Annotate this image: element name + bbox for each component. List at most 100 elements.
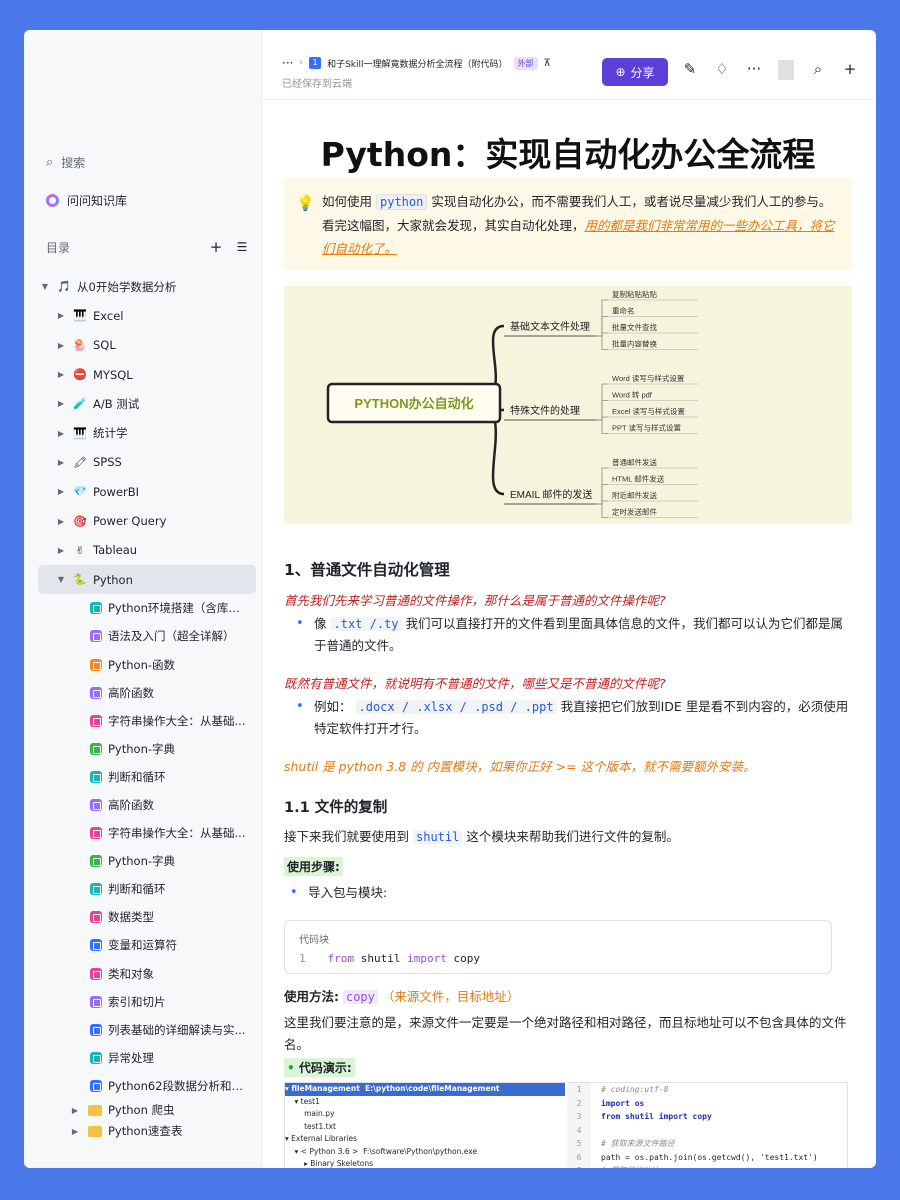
breadcrumb: ··· › 1 和子Skill一理解竟数据分析全流程（附代码） 外部 ⊼: [282, 56, 551, 70]
sidebar-folder[interactable]: ▶Python 爬虫: [38, 1100, 256, 1121]
code-text: path = os.path.join(os.getcwd(), 'test1.…: [601, 1152, 818, 1162]
wiki-logo-icon: [46, 193, 59, 207]
sidebar-subitem[interactable]: 字符串操作大全：从基础...: [38, 707, 256, 735]
sidebar-folder[interactable]: ▶Python速查表: [38, 1121, 256, 1142]
mindmap-leaf-label: 定时发送邮件: [612, 507, 657, 517]
sidebar-item-label: 高阶函数: [108, 685, 154, 700]
item-icon: 🎵: [57, 280, 71, 294]
project-tree-row[interactable]: ▾ fileManagement E:\python\code\fileMana…: [285, 1083, 565, 1096]
breadcrumb-title[interactable]: 和子Skill一理解竟数据分析全流程（附代码）: [327, 59, 508, 70]
doc-icon: [90, 1079, 102, 1092]
sidebar-item-label: Python-字典: [108, 741, 176, 756]
caret-right-icon[interactable]: ▶: [57, 370, 65, 380]
section-heading: 1、普通文件自动化管理: [284, 561, 450, 579]
sidebar-item[interactable]: ▶🎯Power Query: [38, 506, 256, 535]
sidebar-subitem[interactable]: 高阶函数: [38, 791, 256, 819]
sidebar-subitem[interactable]: 异常处理: [38, 1044, 256, 1072]
project-tree-row[interactable]: test1.txt: [285, 1121, 336, 1131]
item-icon: 🪼: [73, 338, 87, 352]
sidebar-subitem[interactable]: Python62段数据分析和处...: [38, 1072, 256, 1100]
sidebar-item[interactable]: ▼🐍Python: [38, 564, 256, 595]
sidebar-item[interactable]: ▶✌Tableau: [38, 536, 256, 565]
code-text: import os: [601, 1098, 645, 1108]
sidebar-item[interactable]: ▶⛔MYSQL: [38, 360, 256, 389]
sidebar-item-label: 类和对象: [108, 966, 154, 981]
demo-label-text: 代码演示:: [298, 1061, 352, 1075]
project-tree-row[interactable]: ▸ Binary Skeletons: [285, 1159, 374, 1168]
caret-right-icon[interactable]: ▶: [57, 311, 65, 321]
mindmap-leaf-label: PPT 读写与样式设置: [612, 423, 682, 433]
sidebar-item[interactable]: ▶ 🖍 SPSS: [38, 448, 256, 477]
project-tree-row[interactable]: ▾ test1: [285, 1096, 320, 1106]
edit-icon[interactable]: ✎: [683, 60, 697, 78]
sidebar-item[interactable]: ▼🎵从0开始学数据分析: [38, 272, 256, 301]
caret-right-icon[interactable]: ▶: [57, 340, 65, 350]
sidebar-subitem[interactable]: 语法及入门（超全详解）: [38, 622, 256, 650]
sidebar-subitem[interactable]: 类和对象: [38, 959, 256, 987]
item-icon: 🧪: [73, 397, 87, 411]
caret-right-icon[interactable]: ▶: [71, 1126, 79, 1136]
add-icon[interactable]: +: [843, 60, 857, 78]
share-button[interactable]: ⊕ 分享: [602, 58, 668, 86]
sidebar-subitem[interactable]: 判断和循环: [38, 763, 256, 791]
question-text: 既然有普通文件，就说明有不普通的文件，哪些又是不普通的文件呢?: [284, 676, 666, 691]
sidebar-subitem[interactable]: Python-字典: [38, 847, 256, 875]
globe-icon: ⊕: [615, 65, 626, 79]
sidebar-subitem[interactable]: 高阶函数: [38, 679, 256, 707]
more-icon[interactable]: ···: [282, 56, 294, 70]
caret-right-icon[interactable]: ▶: [57, 457, 65, 467]
sidebar-item-label: SPSS: [93, 455, 122, 470]
caret-right-icon[interactable]: ▶: [57, 487, 65, 497]
more-options-icon[interactable]: ···: [746, 60, 762, 78]
ide-screenshot: ▾ fileManagement E:\python\code\fileMana…: [284, 1082, 848, 1168]
mindmap-leaf-connector: [596, 503, 608, 518]
save-status: 已经保存到云端: [282, 79, 352, 90]
sidebar-item-label: Python: [93, 572, 133, 587]
sidebar-subitem[interactable]: 索引和切片: [38, 988, 256, 1016]
project-tree-row[interactable]: ▾ < Python 3.6 > F:\software\Python\pyth…: [285, 1146, 478, 1156]
sidebar-item[interactable]: ▶💎PowerBI: [38, 477, 256, 506]
doc-icon: [90, 742, 102, 755]
caret-down-icon[interactable]: ▼: [41, 282, 49, 292]
sidebar-item[interactable]: ▶🎹Excel: [38, 301, 256, 330]
sidebar-subitem[interactable]: Python环境搭建（含库管...: [38, 594, 256, 622]
sidebar-item[interactable]: ▶🪼SQL: [38, 331, 256, 360]
caret-right-icon[interactable]: ▶: [71, 1105, 79, 1115]
sidebar-item-label: Power Query: [93, 514, 167, 529]
caret-right-icon[interactable]: ▶: [57, 516, 65, 526]
pin-icon[interactable]: ⊼: [543, 57, 551, 69]
caret-right-icon[interactable]: ▶: [57, 399, 65, 409]
list-options-icon[interactable]: ☰: [236, 240, 248, 254]
sidebar-item[interactable]: ▶🧪A/B 测试: [38, 389, 256, 418]
line-number: 1: [567, 1083, 591, 1097]
sidebar-item-label: 数据类型: [108, 910, 154, 925]
sidebar-subitem[interactable]: 数据类型: [38, 903, 256, 931]
search-icon[interactable]: ⌕: [813, 60, 823, 78]
caret-down-icon[interactable]: ▼: [57, 575, 65, 585]
sidebar-subitem[interactable]: 判断和循环: [38, 875, 256, 903]
project-tree-row[interactable]: ▾ External Libraries: [285, 1134, 358, 1143]
inline-code: copy: [342, 990, 378, 1004]
project-tree-row[interactable]: main.py: [285, 1109, 335, 1118]
sidebar-item-label: Python-函数: [108, 657, 176, 672]
inline-code: python: [376, 194, 428, 210]
item-icon: 🖍: [73, 455, 87, 469]
sidebar-subitem[interactable]: Python-函数: [38, 650, 256, 678]
mindmap-branch-label: EMAIL 邮件的发送: [510, 488, 592, 501]
caret-right-icon[interactable]: ▶: [57, 428, 65, 438]
ask-wiki-button[interactable]: 问问知识库: [38, 188, 127, 212]
sidebar-subitem[interactable]: 列表基础的详细解读与实...: [38, 1016, 256, 1044]
caret-right-icon[interactable]: ▶: [57, 545, 65, 555]
bell-icon[interactable]: ♢: [715, 60, 729, 78]
sidebar-subitem[interactable]: 字符串操作大全：从基础...: [38, 819, 256, 847]
sidebar-subitem[interactable]: 变量和运算符: [38, 931, 256, 959]
search-box[interactable]: ⌕ 搜索: [38, 148, 252, 176]
add-icon[interactable]: +: [209, 238, 223, 256]
doc-number-badge: 1: [309, 57, 322, 69]
bullet-text: 像: [314, 616, 327, 631]
sidebar-subitem[interactable]: Python-字典: [38, 735, 256, 763]
sidebar-item[interactable]: ▶🎹统计学: [38, 418, 256, 447]
